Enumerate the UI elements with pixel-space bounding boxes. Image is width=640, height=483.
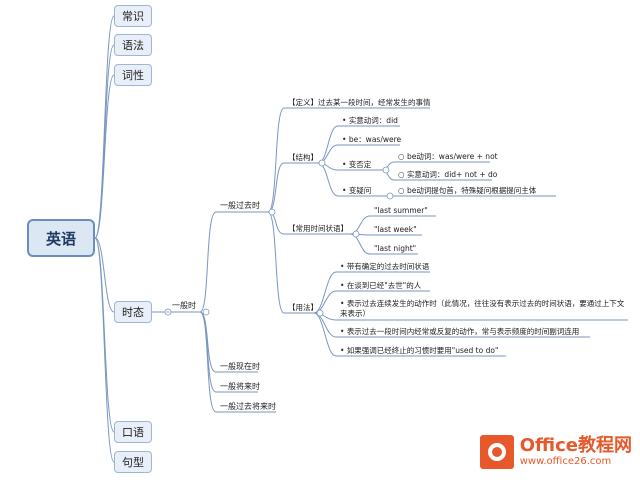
category-node-common-knowledge[interactable]: 常识	[114, 5, 152, 27]
negative-item[interactable]: ○ be动词：was/were + not	[398, 152, 498, 161]
usage-item[interactable]: • 带有确定的过去时间状语	[340, 262, 430, 271]
usage-item-text: 带有确定的过去时间状语	[346, 262, 430, 271]
category-node-parts-of-speech[interactable]: 词性	[114, 64, 152, 86]
question-item-text: be动词提句首，特殊疑问根据提问主体	[406, 186, 537, 195]
watermark-url: www.office26.com	[519, 456, 612, 467]
usage-node[interactable]: 【用法】	[288, 303, 318, 312]
structure-item-text: 实意动词：did	[348, 116, 398, 125]
structure-item[interactable]: • 变疑问	[342, 186, 372, 195]
negative-item-text: 实意动词：did+ not + do	[406, 170, 498, 179]
structure-item[interactable]: • 变否定	[342, 160, 372, 169]
root-node[interactable]: 英语	[27, 219, 95, 257]
usage-item-text: 如果强调已经终止的习惯时要用"used to do"	[346, 346, 499, 355]
usage-item-text: 在谈到已经"去世"的人	[346, 281, 422, 290]
time-adverbial-item[interactable]: "last night"	[374, 244, 417, 253]
structure-item-text: 变疑问	[348, 186, 372, 195]
time-adverbial-item[interactable]: "last summer"	[374, 206, 428, 215]
negative-item[interactable]: ○ 实意动词：did+ not + do	[398, 170, 498, 179]
definition-node[interactable]: 【定义】过去某一段时间，经常发生的事情	[288, 98, 431, 107]
usage-item[interactable]: • 表示过去连续发生的动作时（此情况，往往没有表示过去的时间状语，要通过上下文来…	[340, 299, 625, 318]
category-node-spoken[interactable]: 口语	[114, 421, 152, 443]
usage-item[interactable]: • 表示过去一段时间内经常或反复的动作，常与表示频度的时间副词连用	[340, 327, 580, 336]
structure-item-text: be：was/were	[348, 135, 402, 144]
structure-item[interactable]: • 实意动词：did	[342, 116, 398, 125]
structure-item[interactable]: • be：was/were	[342, 135, 402, 144]
structure-node[interactable]: 【结构】	[288, 153, 318, 162]
question-item[interactable]: ○ be动词提句首，特殊疑问根据提问主体	[398, 186, 537, 195]
usage-item-text: 表示过去一段时间内经常或反复的动作，常与表示频度的时间副词连用	[346, 327, 580, 336]
tense-simple-node[interactable]: 一般时	[172, 301, 196, 310]
tense-future-simple-node[interactable]: 一般将来时	[220, 382, 260, 391]
category-node-grammar[interactable]: 语法	[114, 34, 152, 56]
office-logo-icon	[479, 435, 514, 469]
category-node-tense[interactable]: 时态	[114, 301, 152, 323]
tense-present-simple-node[interactable]: 一般现在时	[220, 362, 260, 371]
category-node-sentence-patterns[interactable]: 句型	[114, 451, 152, 473]
tense-past-simple-node[interactable]: 一般过去时	[220, 201, 260, 210]
tense-past-future-node[interactable]: 一般过去将来时	[220, 402, 276, 411]
watermark-logo: Office教程网 www.office26.com	[479, 435, 632, 469]
usage-item[interactable]: • 如果强调已经终止的习惯时要用"used to do"	[340, 346, 499, 355]
time-adverbial-item[interactable]: "last week"	[374, 225, 417, 234]
negative-item-text: be动词：was/were + not	[406, 152, 498, 161]
structure-item-text: 变否定	[348, 160, 372, 169]
usage-item[interactable]: • 在谈到已经"去世"的人	[340, 281, 422, 290]
usage-item-text: 表示过去连续发生的动作时（此情况，往往没有表示过去的时间状语，要通过上下文来表示…	[340, 299, 625, 318]
watermark-name: Office教程网	[519, 435, 632, 456]
time-adverbials-node[interactable]: 【常用时间状语】	[288, 224, 348, 233]
